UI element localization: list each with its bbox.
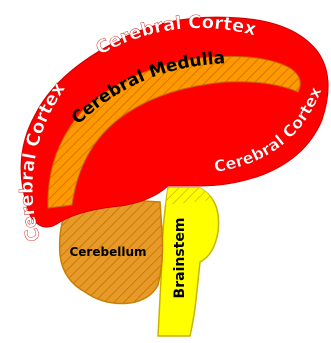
brainstem-shape — [158, 188, 219, 336]
label-brainstem: Brainstem — [172, 218, 188, 299]
label-cerebellum: Cerebellum — [69, 245, 146, 259]
